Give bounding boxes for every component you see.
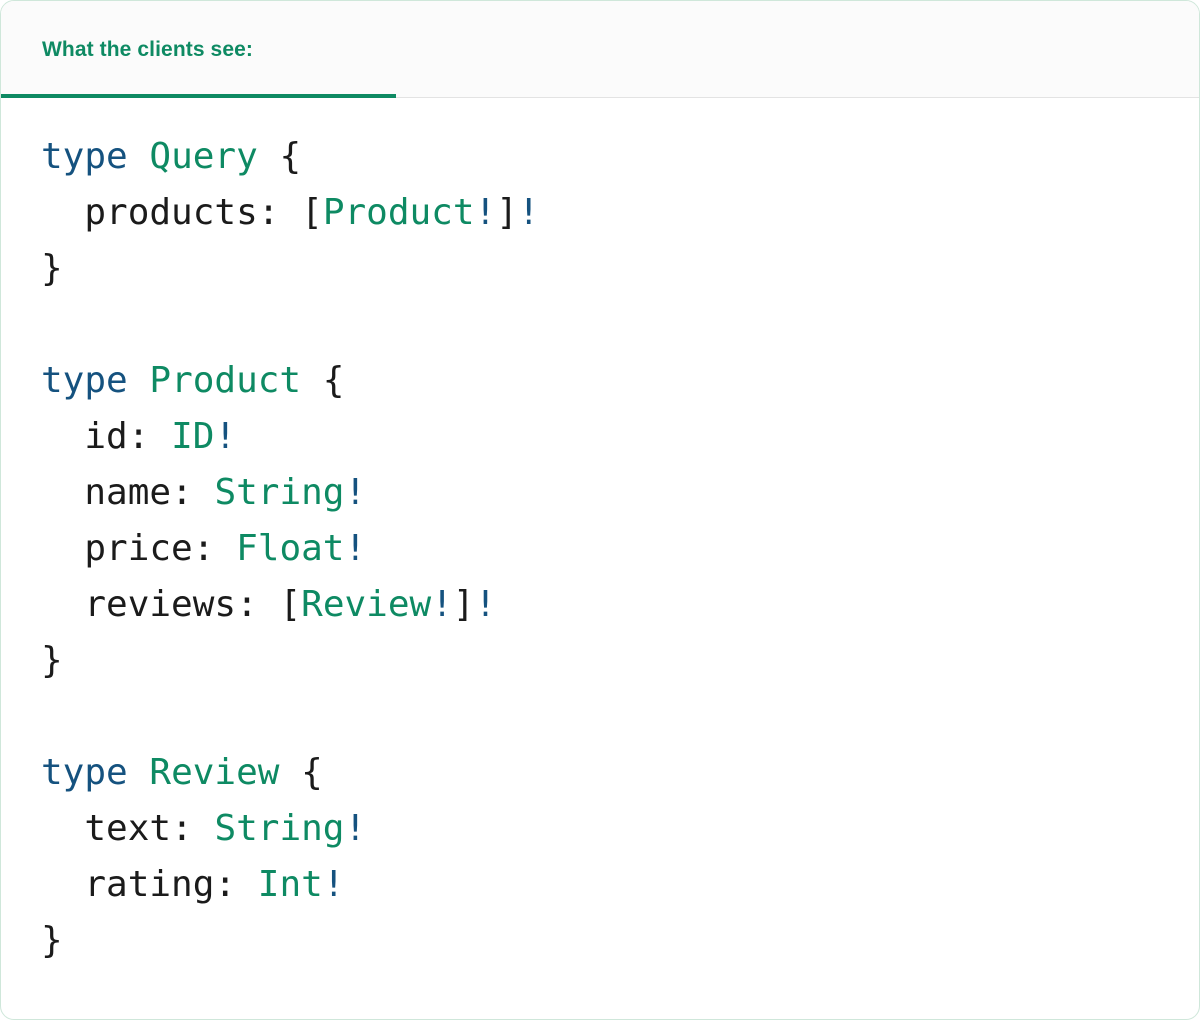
code-token-punct: : [127, 416, 150, 457]
code-line: name: String! [41, 472, 366, 513]
code-token-type: Review [149, 752, 280, 793]
code-token-punct: : [171, 808, 193, 849]
code-line: products: [Product!]! [41, 192, 540, 233]
code-token-punct: : [214, 864, 237, 905]
code-token-punct: } [41, 640, 63, 681]
code-token-sp [258, 584, 280, 625]
code-token-bang: ! [322, 864, 345, 905]
code-token-kw: type [41, 752, 128, 793]
code-token-type: Product [149, 360, 302, 401]
code-line: id: ID! [41, 416, 236, 457]
code-token-punct: : [171, 472, 193, 513]
code-token-field: rating [84, 864, 215, 905]
code-token-punct: : [236, 584, 258, 625]
code-token-sp [236, 864, 258, 905]
code-token-type: Review [301, 584, 432, 625]
code-token-punct: [ [279, 584, 302, 625]
code-token-type: Query [149, 136, 258, 177]
code-body: type Query { products: [Product!]! } typ… [1, 98, 1199, 969]
code-token-sp [193, 808, 215, 849]
code-token-sp [214, 528, 236, 569]
code-token-field: id [84, 416, 128, 457]
code-token-kw: type [41, 360, 128, 401]
code-token-bang: ! [344, 472, 367, 513]
code-token-field: name [84, 472, 172, 513]
code-token-bang: ! [344, 808, 367, 849]
code-token-punct: ] [452, 584, 475, 625]
code-line: type Review { [41, 752, 323, 793]
graphql-schema-code: type Query { products: [Product!]! } typ… [41, 129, 1199, 969]
code-token-sp [128, 360, 150, 401]
code-token-sp [279, 192, 301, 233]
code-token-sp [128, 136, 150, 177]
code-token-sp [258, 136, 280, 177]
code-token-bang: ! [344, 528, 367, 569]
code-token-type: Int [257, 864, 323, 905]
code-token-field: products [84, 192, 258, 233]
code-token-sp [128, 752, 150, 793]
code-token-sp [279, 752, 301, 793]
code-token-punct: { [322, 360, 345, 401]
code-token-type: String [214, 808, 345, 849]
code-token-type: Float [236, 528, 345, 569]
code-token-type: ID [171, 416, 215, 457]
code-line: reviews: [Review!]! [41, 584, 496, 625]
code-token-type: Product [322, 192, 475, 233]
code-token-punct: : [257, 192, 280, 233]
code-token-field: price [84, 528, 193, 569]
code-token-bang: ! [431, 584, 453, 625]
card-header: What the clients see: [1, 1, 1199, 98]
code-line: text: String! [41, 808, 366, 849]
code-line: } [41, 640, 63, 681]
code-token-kw: type [41, 136, 128, 177]
code-token-sp [301, 360, 323, 401]
code-token-sp [149, 416, 171, 457]
code-token-bang: ! [474, 584, 497, 625]
code-token-type: String [214, 472, 345, 513]
code-token-punct: } [41, 248, 63, 289]
code-line: type Query { [41, 136, 301, 177]
code-token-punct: } [41, 920, 63, 961]
code-line: type Product { [41, 360, 344, 401]
code-token-bang: ! [214, 416, 237, 457]
code-line: } [41, 920, 63, 961]
code-token-punct: : [192, 528, 215, 569]
code-token-punct: ] [496, 192, 518, 233]
code-token-bang: ! [517, 192, 540, 233]
code-token-bang: ! [474, 192, 497, 233]
code-token-field: reviews [84, 584, 237, 625]
code-token-punct: [ [301, 192, 323, 233]
code-token-punct: { [279, 136, 302, 177]
code-line: } [41, 248, 63, 289]
page-title: What the clients see: [42, 37, 253, 61]
active-tab-indicator [1, 94, 396, 98]
code-token-punct: { [301, 752, 323, 793]
code-line: price: Float! [41, 528, 366, 569]
code-token-field: text [84, 808, 172, 849]
code-token-sp [193, 472, 215, 513]
code-line: rating: Int! [41, 864, 345, 905]
